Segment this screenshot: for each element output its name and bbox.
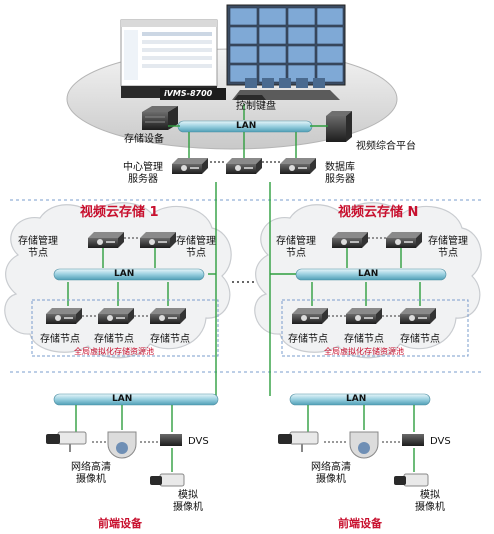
central-server-label: 中心管理 服务器: [123, 162, 163, 185]
right-mgmt-node-label-2: 存储管理 节点: [428, 236, 468, 259]
control-keyboard-label: 控制键盘: [236, 101, 276, 112]
left-storage-node-2: [98, 308, 134, 324]
left-pool-label: 全局虚拟化存储资源池: [74, 347, 154, 356]
left-cloud-lan-pipe: [53, 268, 205, 281]
video-wall: [226, 4, 346, 86]
software-screenshot: [120, 19, 218, 98]
cluster-server-icon: [226, 158, 262, 174]
cloud-left-title: 视频云存储 1: [80, 205, 159, 220]
front-left-dvs-label: DVS: [188, 436, 209, 447]
front-right-lan-label: LAN: [346, 394, 367, 404]
front-right-analog-camera-label: 模拟 摄像机: [415, 490, 445, 513]
right-storage-pool-box: [281, 299, 469, 357]
ip-camera-icon: [46, 431, 87, 452]
right-storage-node-label: 存储节点: [400, 334, 440, 345]
brand-label: iVMS-8700: [164, 89, 213, 98]
brand-bar: [160, 88, 226, 100]
analog-camera-icon: [150, 473, 185, 487]
video-platform-label: 视频综合平台: [356, 141, 416, 152]
right-storage-node-2: [346, 308, 382, 324]
video-platform-icon: [326, 111, 352, 142]
control-lan-label: LAN: [236, 121, 257, 131]
central-server-icon: [172, 158, 208, 174]
left-storage-node-1: [46, 308, 82, 324]
front-right: [278, 393, 431, 487]
cloud-right-title: 视频云存储 N: [338, 205, 419, 220]
right-mgmt-server-1: [332, 232, 368, 248]
left-cloud-lan-label: LAN: [114, 269, 135, 279]
storage-device-label: 存储设备: [124, 134, 164, 145]
left-storage-node-3: [150, 308, 186, 324]
right-storage-node-3: [400, 308, 436, 324]
right-pool-label: 全局虚拟化存储资源池: [324, 347, 404, 356]
control-links: [168, 104, 328, 158]
left-mgmt-node-label: 存储管理 节点: [18, 236, 58, 259]
front-left-lan-pipe: [53, 393, 219, 406]
front-right-ip-camera-label: 网络高清 摄像机: [311, 462, 351, 485]
database-server-icon: [280, 158, 316, 174]
left-storage-node-label: 存储节点: [150, 334, 190, 345]
left-mgmt-node-label-2: 存储管理 节点: [176, 236, 216, 259]
backbone-links: [208, 182, 296, 396]
right-storage-node-1: [292, 308, 328, 324]
cloud-left-internals: [31, 232, 219, 357]
front-right-lan-pipe: [289, 393, 431, 406]
right-storage-node-label: 存储节点: [288, 334, 328, 345]
front-left: [46, 393, 219, 487]
left-storage-node-label: 存储节点: [40, 334, 80, 345]
front-left-lan-label: LAN: [112, 394, 133, 404]
control-center: [66, 4, 398, 174]
storage-device-icon: [142, 106, 178, 130]
cloud-right-internals: [281, 232, 469, 357]
control-keyboard-icon: [234, 95, 266, 100]
left-mgmt-server-2: [140, 232, 176, 248]
right-cloud-lan-label: LAN: [358, 269, 379, 279]
left-storage-pool-box: [31, 299, 219, 357]
front-left-footer: 前端设备: [98, 517, 142, 530]
ip-camera-icon: [278, 431, 319, 452]
front-right-dvs-label: DVS: [430, 436, 451, 447]
right-mgmt-node-label: 存储管理 节点: [276, 236, 316, 259]
front-left-analog-camera-label: 模拟 摄像机: [173, 490, 203, 513]
left-mgmt-server-1: [88, 232, 124, 248]
left-storage-node-label: 存储节点: [94, 334, 134, 345]
front-right-footer: 前端设备: [338, 517, 382, 530]
analog-camera-icon: [394, 473, 429, 487]
dome-camera-icon: [107, 431, 137, 459]
right-storage-node-label: 存储节点: [344, 334, 384, 345]
dome-camera-icon: [349, 431, 379, 459]
front-left-ip-camera-label: 网络高清 摄像机: [71, 462, 111, 485]
right-mgmt-server-2: [386, 232, 422, 248]
dvs-icon: [402, 434, 424, 446]
dvs-icon: [160, 434, 182, 446]
database-server-label: 数据库 服务器: [325, 162, 355, 185]
